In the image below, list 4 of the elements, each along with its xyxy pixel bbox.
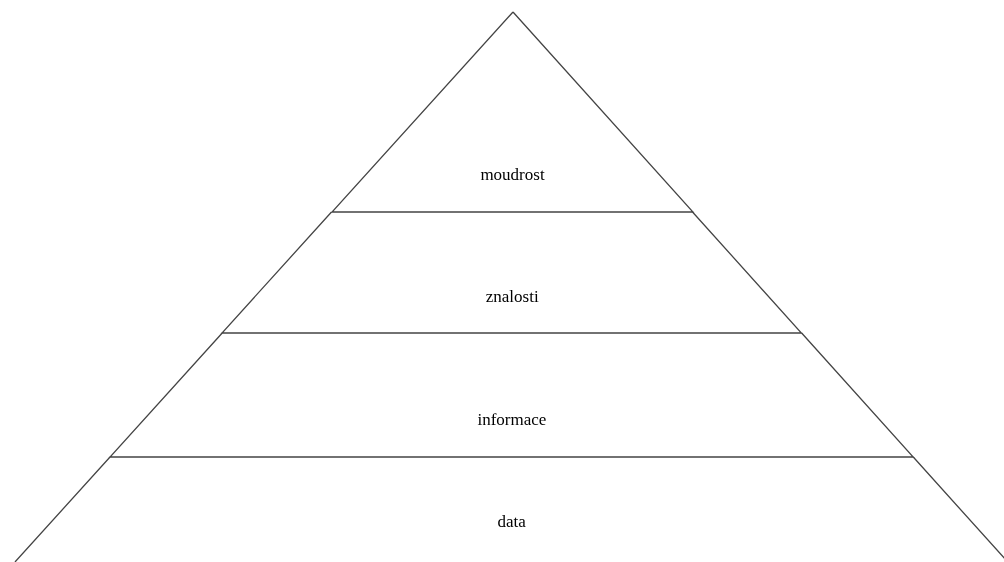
level-label: moudrost	[480, 165, 545, 185]
level-label: data	[497, 512, 526, 532]
level-label: znalosti	[485, 287, 539, 307]
level-label: informace	[477, 410, 547, 430]
